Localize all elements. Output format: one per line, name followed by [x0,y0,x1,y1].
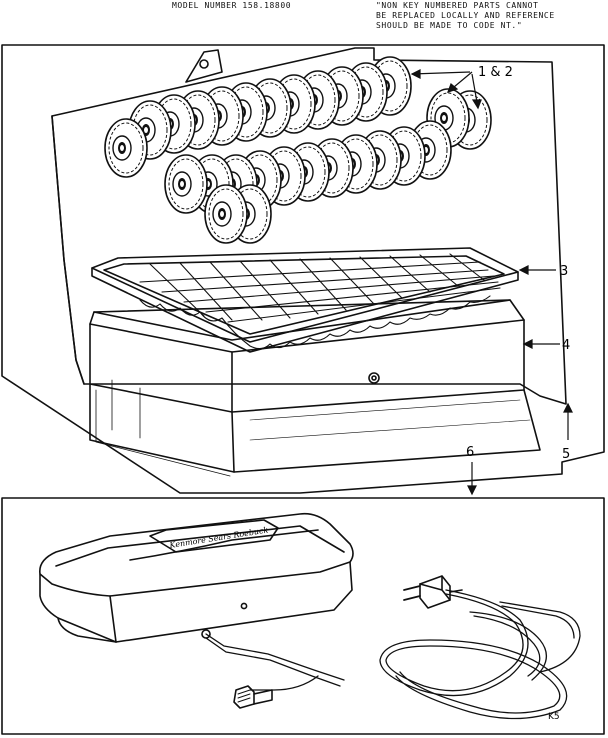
foot-control-pedal [39,512,354,643]
parts-note-line-2: BE REPLACED LOCALLY AND REFERENCE [376,11,555,20]
parts-note: "NON KEY NUMBERED PARTS CANNOT BE REPLAC… [376,1,555,31]
diagram-code: K5 [548,712,560,722]
accessory-box [89,299,541,477]
model-number-label: MODEL NUMBER 158.18800 [172,1,292,10]
callout-foot-control: 6 [466,445,474,460]
box-knob [368,372,380,384]
lower-panel-frame [1,497,605,735]
upper-panel-frame [1,44,605,494]
cam-tray [91,247,519,353]
power-cord [205,589,581,720]
wall-plug [403,575,463,609]
callout-tray: 3 [560,264,568,279]
pedal-connector-plug [233,685,273,709]
callout-case: 5 [562,447,570,462]
callout-box: 4 [562,338,570,353]
pattern-cams [104,56,492,244]
parts-note-line-1: "NON KEY NUMBERED PARTS CANNOT [376,1,539,10]
mounting-tab [185,49,223,83]
pedal-brand-plate [149,519,279,553]
parts-note-line-3: SHOULD BE MADE TO CODE NT." [376,21,523,30]
callout-cams: 1 & 2 [478,65,513,80]
